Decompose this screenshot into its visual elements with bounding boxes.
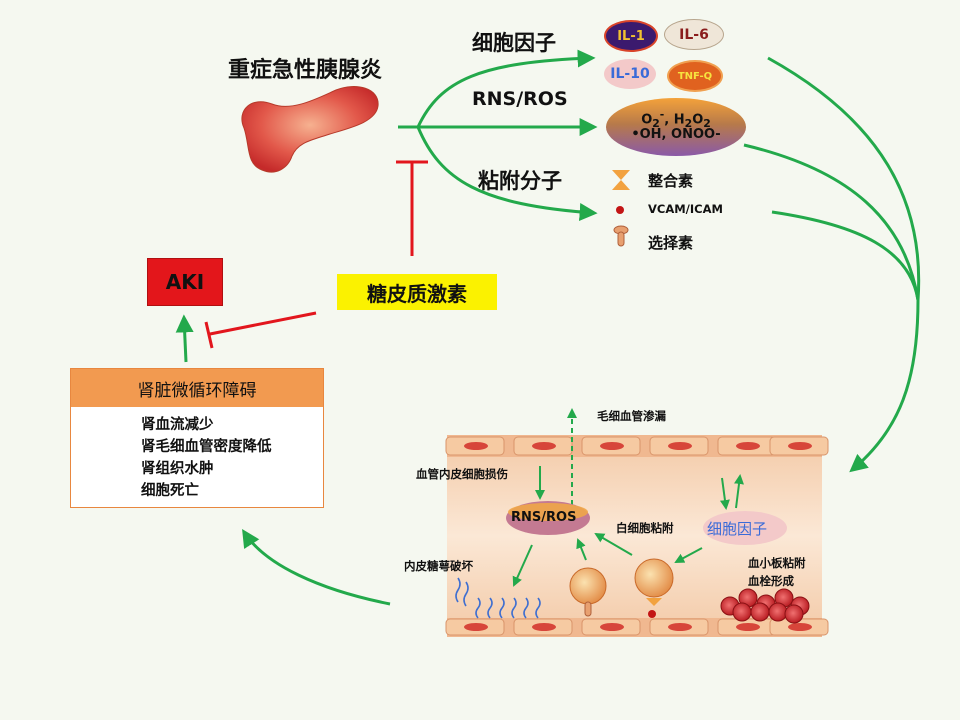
endothelial-nucleus xyxy=(600,623,624,631)
branch-arrows xyxy=(398,49,598,221)
cytokine-tnf: TNF-Q xyxy=(667,60,723,92)
cytokine-il1: IL-1 xyxy=(604,20,658,52)
leukocyte-1 xyxy=(569,567,607,617)
vessel-label-glycocalyx: 内皮糖萼破坏 xyxy=(404,559,473,573)
platelet-cell xyxy=(750,602,770,622)
integrin-icon xyxy=(612,170,630,190)
endothelial-nucleus xyxy=(788,442,812,450)
pancreas-image xyxy=(241,86,379,173)
endothelial-nucleus xyxy=(464,442,488,450)
vessel-label-cytokines: 细胞因子 xyxy=(707,520,768,538)
branch-label-adhesion: 粘附分子 xyxy=(478,169,562,193)
selectin-label: 选择素 xyxy=(648,234,694,252)
vessel-panel xyxy=(445,408,829,637)
arrow-vessel-renal xyxy=(242,528,391,606)
vessel-label-capillary-leak: 毛细血管渗漏 xyxy=(597,409,666,423)
leukocyte-2 xyxy=(634,558,674,618)
cytokine-il10: IL-10 xyxy=(604,59,656,89)
endothelial-nucleus xyxy=(532,442,556,450)
branch-label-cytokines: 细胞因子 xyxy=(472,31,556,55)
vcam-label: VCAM/ICAM xyxy=(648,202,723,216)
vessel-label-platelet-1: 血小板粘附 xyxy=(748,556,806,570)
platelet-cell xyxy=(768,602,788,622)
endothelial-nucleus xyxy=(600,442,624,450)
arrow-renal-aki xyxy=(175,314,194,363)
integrin-label: 整合素 xyxy=(648,172,694,190)
glycocalyx-strands xyxy=(455,577,541,619)
endothelial-nucleus xyxy=(668,442,692,450)
renal-item: 肾血流减少 xyxy=(141,417,214,433)
converging-arrows xyxy=(743,56,921,473)
endothelial-nucleus xyxy=(736,623,760,631)
aki-box: AKI xyxy=(147,258,223,306)
internal-arrows xyxy=(512,466,744,587)
endothelial-nucleus xyxy=(532,623,556,631)
inhibit-pancreas xyxy=(396,160,428,256)
ros-line-2: •OH, ONOO- xyxy=(631,127,721,142)
platelet-cluster xyxy=(720,588,810,624)
renal-item: 肾组织水肿 xyxy=(141,461,214,477)
glucocorticoid-box: 糖皮质激素 xyxy=(337,274,497,310)
platelet-cell xyxy=(784,604,804,624)
cytokine-il6: IL-6 xyxy=(664,19,724,50)
vessel-label-leukocyte-adhesion: 白细胞粘附 xyxy=(616,521,674,535)
platelet-cell xyxy=(732,602,752,622)
vessel-label-rns-ros: RNS/ROS xyxy=(511,510,577,525)
ros-line-1: O2-, H2O2 xyxy=(641,108,711,130)
endothelial-nucleus xyxy=(788,623,812,631)
endothelial-nucleus xyxy=(736,442,760,450)
branch-label-rns-ros: RNS/ROS xyxy=(472,88,568,110)
renal-item: 细胞死亡 xyxy=(141,483,199,499)
pancreatitis-title: 重症急性胰腺炎 xyxy=(228,58,383,83)
vessel-cytokine-oval xyxy=(703,511,787,545)
vessel-label-endothelial-injury: 血管内皮细胞损伤 xyxy=(416,467,508,481)
renal-box-header: 肾脏微循环障碍 xyxy=(71,369,323,407)
vcam-dot-icon xyxy=(616,206,624,214)
renal-box-list: 肾血流减少 肾毛细血管密度降低 肾组织水肿 细胞死亡 xyxy=(141,414,272,502)
endothelial-cells xyxy=(445,436,829,636)
inhibit-renal xyxy=(204,311,317,349)
endothelial-nucleus xyxy=(668,623,692,631)
endothelial-nucleus xyxy=(464,623,488,631)
renal-microcirculation-box: 肾脏微循环障碍 肾血流减少 肾毛细血管密度降低 肾组织水肿 细胞死亡 xyxy=(70,368,324,508)
renal-item: 肾毛细血管密度降低 xyxy=(141,439,272,455)
selectin-icon xyxy=(613,225,629,247)
vessel-label-platelet-2: 血栓形成 xyxy=(748,574,794,588)
ros-species-oval: O2-, H2O2 •OH, ONOO- xyxy=(606,98,746,156)
